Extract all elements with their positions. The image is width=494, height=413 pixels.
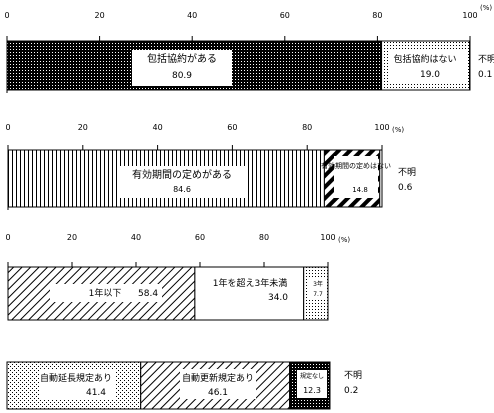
segment-value: 7.7 [313, 291, 323, 298]
segment-value: 46.1 [208, 388, 228, 398]
segment-label: 自動延長規定あり [40, 372, 112, 384]
axis-tick-label: 0 [4, 11, 9, 20]
label-box [180, 369, 256, 399]
segment-label: 不明 [398, 167, 416, 178]
axis-tick-label: 60 [195, 233, 205, 242]
segment-value: 41.4 [86, 388, 106, 398]
segment-label: 不明 [478, 54, 494, 65]
segment-label: 1年を超え3年未満 [213, 277, 287, 289]
segment-value: 80.9 [172, 71, 192, 81]
axis-tick-label: 40 [131, 233, 141, 242]
axis-unit-label: (%) [392, 126, 404, 134]
bar-segment [7, 266, 196, 321]
axis-tick-label: 40 [153, 123, 163, 132]
axis-tick-label: 80 [302, 123, 312, 132]
axis-tick-label: 0 [5, 233, 10, 242]
segment-value: 14.8 [352, 186, 368, 194]
axis-unit-label: (%) [480, 4, 492, 12]
bar-segment [328, 361, 331, 410]
axis-tick-label: 80 [372, 11, 382, 20]
segment-label: 包括協約がある [147, 52, 217, 65]
segment-label: 不明 [344, 370, 362, 381]
segment-value: 19.0 [420, 70, 440, 80]
segment-value: 84.6 [173, 185, 191, 194]
segment-label: 包括協約はない [393, 53, 456, 65]
segment-value: 0.2 [344, 386, 358, 396]
label-box [118, 166, 246, 198]
label-box [132, 50, 232, 86]
segment-label: 1年以下 [89, 287, 122, 299]
axis-tick-label: 20 [95, 11, 105, 20]
label-box [309, 278, 327, 300]
axis-tick-label: 80 [259, 233, 269, 242]
segment-label: 3年 [313, 280, 323, 288]
bar-segment [379, 149, 383, 208]
axis-tick-label: 0 [5, 123, 10, 132]
label-box [40, 369, 116, 399]
segment-label: 有効期間の定めがある [132, 168, 232, 181]
segment-value: 0.1 [478, 70, 492, 80]
axis-tick-label: 100 [462, 11, 477, 20]
segment-value: 12.3 [303, 386, 321, 395]
segment-value: 0.6 [398, 183, 413, 193]
axis-tick-label: 60 [280, 11, 290, 20]
axis-tick-label: 60 [227, 123, 237, 132]
segment-value: 58.4 [138, 289, 158, 299]
label-box [297, 370, 327, 398]
axis-tick-label: 100 [320, 233, 335, 242]
label-box [334, 156, 378, 198]
axis-tick-label: 20 [78, 123, 88, 132]
axis-tick-label: 100 [374, 123, 389, 132]
label-box [390, 50, 466, 83]
axis-tick-label: 40 [187, 11, 197, 20]
label-box [50, 284, 162, 302]
segment-label: 有効期間の定めはない [321, 161, 391, 170]
axis-unit-label: (%) [338, 236, 350, 244]
segment-value: 34.0 [268, 293, 288, 303]
axis-tick-label: 20 [67, 233, 77, 242]
segment-label: 自動更新規定あり [182, 372, 254, 384]
segment-label: 規定なし [300, 372, 324, 380]
